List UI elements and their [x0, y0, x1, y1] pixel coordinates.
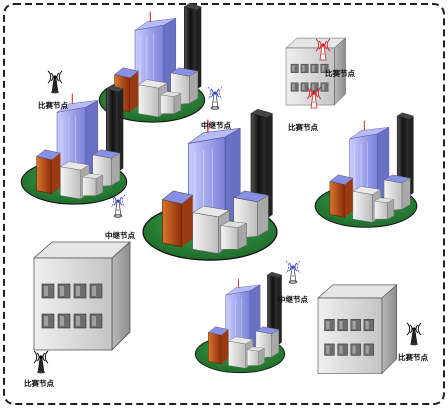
race-node-label: 比赛节点: [38, 100, 68, 110]
antenna-icon: [33, 350, 49, 374]
race-node-label: 比赛节点: [288, 122, 318, 132]
house-bottom-right: [317, 284, 398, 374]
tower-cluster-bottom: [194, 271, 286, 374]
relay-node-label: 中继节点: [278, 294, 308, 304]
race-node-label: 比赛节点: [325, 68, 355, 78]
antenna-icon: [406, 322, 422, 346]
relay-icon: [207, 86, 223, 110]
diagram-border: [3, 3, 445, 405]
relay-node-label: 中继节点: [105, 230, 135, 240]
house-bottom-left: [33, 241, 131, 351]
relay-icon: [110, 194, 126, 218]
tower-cluster-center: [142, 108, 278, 261]
relay-node-label: 中继节点: [201, 120, 231, 130]
tower-cluster-right: [314, 112, 418, 228]
relay-icon: [285, 260, 301, 284]
antenna-icon: [47, 70, 63, 94]
race-node-label: 比赛节点: [24, 378, 54, 388]
race-node-label: 比赛节点: [398, 352, 428, 362]
